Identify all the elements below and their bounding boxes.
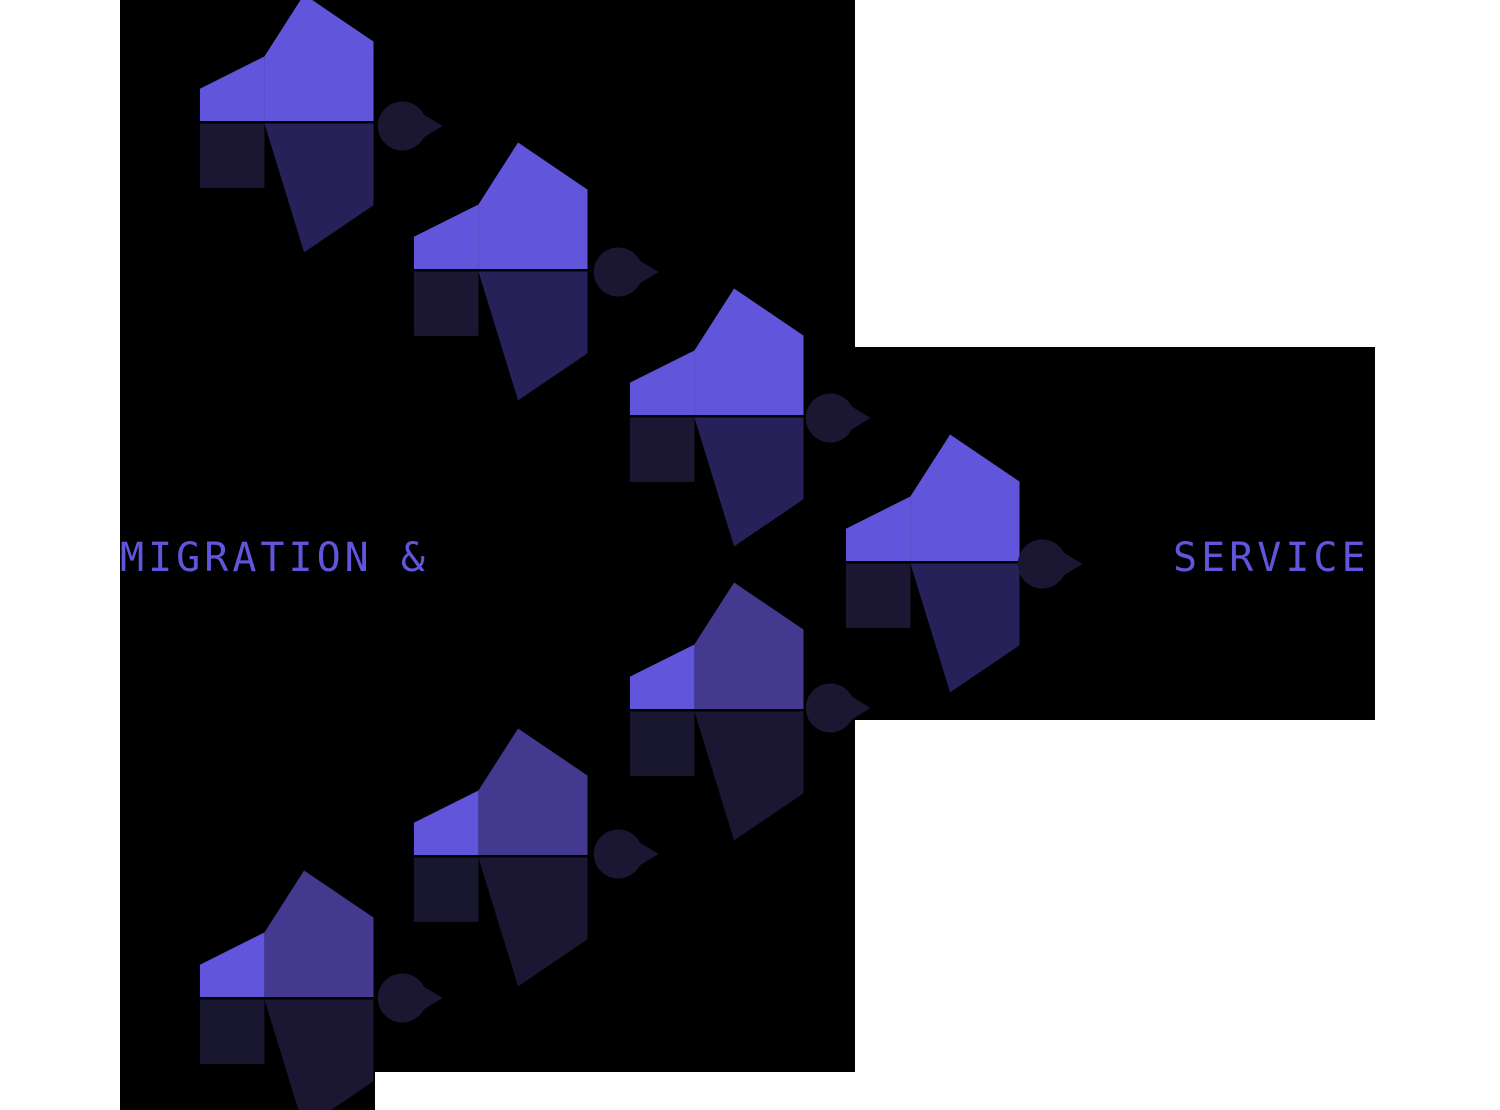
mark-facet-bottom-right: [478, 857, 588, 987]
mark-facet-bottom-left: [413, 857, 479, 922]
logo-mark-3: [620, 286, 868, 559]
mark-facet-bottom-right: [694, 417, 804, 547]
mark-facet-top-right: [478, 728, 588, 855]
mark-facet-bottom-left: [413, 271, 479, 336]
label-migration-and: MIGRATION &: [120, 535, 429, 581]
mark-facet-bottom-left: [629, 711, 695, 776]
mark-facet-top-right: [264, 0, 374, 121]
mark-facet-top-right: [478, 142, 588, 269]
mark-facet-top-left: [845, 496, 911, 561]
mark-facet-top-left: [199, 56, 265, 121]
label-service: SERVICE: [1173, 535, 1370, 581]
pin-tip: [830, 393, 871, 443]
mark-facet-bottom-right: [694, 711, 804, 841]
pin-tip: [618, 829, 659, 879]
pin-tip: [1042, 539, 1083, 589]
mark-facet-bottom-right: [478, 271, 588, 401]
pin-tip: [402, 973, 443, 1023]
mark-facet-top-left: [629, 644, 695, 709]
mark-facet-top-right: [694, 288, 804, 415]
mark-facet-bottom-left: [629, 417, 695, 482]
logo-mark-6: [404, 726, 652, 999]
pin-tip: [830, 683, 871, 733]
mark-facet-top-right: [264, 870, 374, 997]
mark-facet-bottom-left: [199, 999, 265, 1064]
pin-tip: [618, 247, 659, 297]
mark-facet-bottom-left: [845, 563, 911, 628]
mark-facet-bottom-right: [264, 123, 374, 253]
pin-1: [372, 90, 444, 162]
logo-mark-4: [836, 432, 1084, 705]
pin-3: [800, 382, 872, 454]
mark-facet-bottom-right: [264, 999, 374, 1110]
logo-mark-7: [190, 868, 438, 1110]
pin-7: [372, 962, 444, 1034]
logo-mark-1: [190, 0, 438, 265]
mark-facet-top-right: [694, 582, 804, 709]
pin-4: [1012, 528, 1084, 600]
logo-mark-5: [620, 580, 868, 853]
mark-facet-top-right: [910, 434, 1020, 561]
mark-facet-bottom-right: [910, 563, 1020, 693]
pin-tip: [402, 101, 443, 151]
mark-facet-top-left: [629, 350, 695, 415]
mark-facet-top-left: [199, 932, 265, 997]
mark-facet-top-left: [413, 204, 479, 269]
logo-mark-2: [404, 140, 652, 413]
mark-facet-top-left: [413, 790, 479, 855]
pin-2: [588, 236, 660, 308]
mark-facet-bottom-left: [199, 123, 265, 188]
pin-6: [588, 818, 660, 890]
pin-5: [800, 672, 872, 744]
